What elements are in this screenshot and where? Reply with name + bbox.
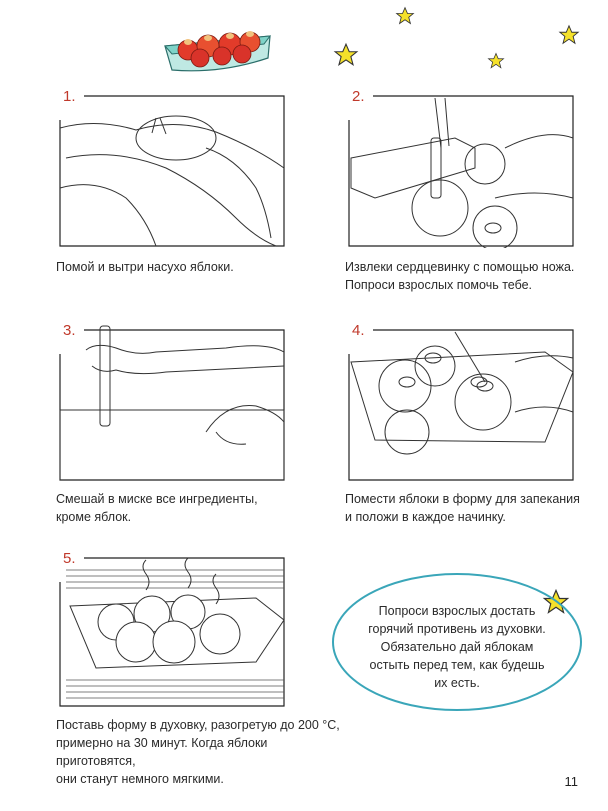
step-1-panel: 1.: [56, 88, 288, 248]
step-1-caption: Помой и вытри насухо яблоки.: [56, 260, 234, 274]
baking-dish-icon: [163, 31, 272, 72]
step-4-caption: Помести яблоки в форму для запекания и п…: [345, 492, 580, 524]
step-number: 1.: [60, 88, 79, 105]
step-2-panel: 2.: [345, 88, 577, 248]
step-number: 5.: [60, 550, 79, 567]
star-icon: [487, 52, 505, 69]
step-4-panel: 4.: [345, 322, 577, 482]
star-icon: [395, 6, 415, 25]
step-5-caption: Поставь форму в духовку, разогретую до 2…: [56, 718, 340, 786]
step-3-illustration: [59, 325, 285, 481]
step-number: 2.: [349, 88, 368, 105]
page-number: 11: [564, 774, 579, 789]
step-3-panel: 3.: [56, 322, 288, 482]
step-3-caption: Смешай в миске все ингредиенты, кроме яб…: [56, 492, 258, 524]
star-icon: [558, 24, 580, 45]
star-icon: [333, 42, 359, 67]
step-5-panel: 5.: [56, 550, 288, 708]
step-4-illustration: [348, 329, 574, 481]
step-2-illustration: [348, 95, 574, 248]
step-number: 3.: [60, 322, 79, 339]
warning-oval: [332, 573, 582, 711]
warning-text: Попроси взрослых достать горячий противе…: [368, 604, 546, 690]
step-1-illustration: [59, 95, 285, 247]
step-2-caption: Извлеки сердцевинку с помощью ножа. Попр…: [345, 260, 575, 292]
step-number: 4.: [349, 322, 368, 339]
step-5-illustration: [59, 557, 285, 707]
